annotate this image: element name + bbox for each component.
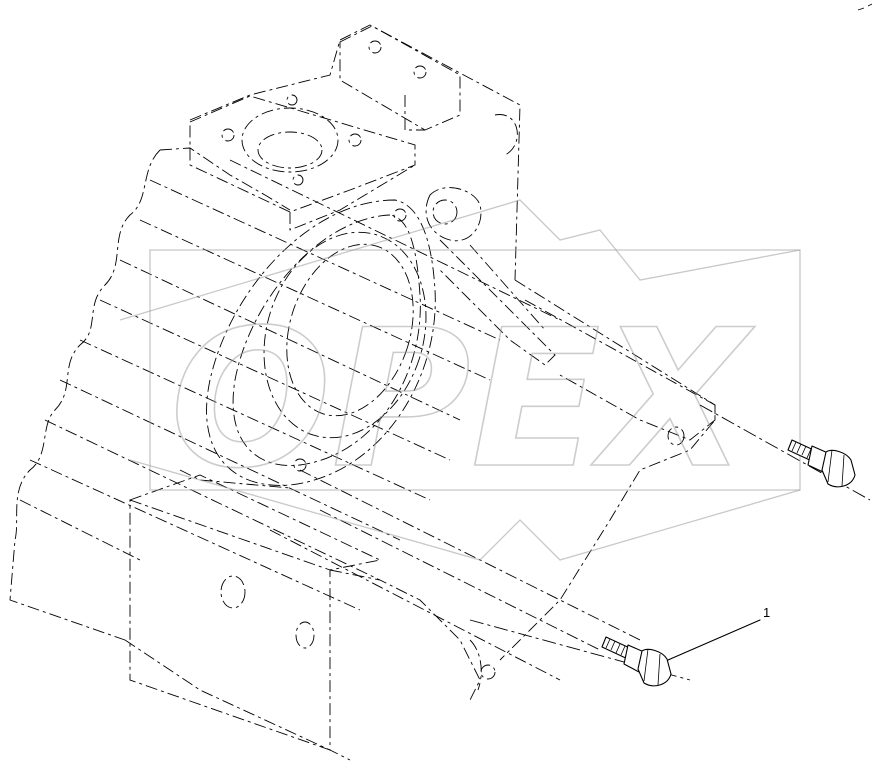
callout-1-leader (667, 619, 761, 661)
pad-hole-2 (286, 94, 298, 106)
watermark-text: OPEX (170, 289, 756, 510)
flange-hole-bottom (293, 458, 307, 472)
watermark: OPEX (119, 199, 801, 561)
pad-hole-4 (292, 174, 304, 186)
bolt-upper (699, 404, 871, 501)
callout-1: 1 (667, 605, 770, 661)
bolt-lower-centerline (469, 619, 691, 681)
housing-outline (9, 24, 716, 761)
callout-1-label: 1 (763, 605, 770, 620)
front-block (129, 474, 496, 751)
bolt-lower (469, 619, 691, 687)
lug-bore (432, 199, 458, 225)
bolt-lower-head (637, 648, 672, 687)
upper-lug-arm (425, 187, 556, 366)
top-flange-pad (189, 94, 416, 231)
rail-bolt-hole-upper (667, 426, 685, 446)
top-port-bore (241, 107, 339, 173)
pad-hole-1 (221, 128, 235, 142)
boss-hole-1 (368, 40, 382, 54)
right-rail (524, 299, 716, 446)
pad-hole-3 (348, 133, 362, 147)
corner-mark (857, 3, 873, 11)
rail-bolt-hole-lower (480, 664, 496, 680)
bore-inner (263, 231, 427, 439)
bolt-upper-head (821, 449, 856, 488)
front-bore-1 (220, 575, 246, 609)
flange-hole-top (393, 208, 407, 222)
boss-hole-2 (413, 65, 427, 79)
main-bore-flange (179, 199, 436, 489)
top-boss (339, 25, 518, 156)
front-bore-2 (295, 621, 315, 649)
